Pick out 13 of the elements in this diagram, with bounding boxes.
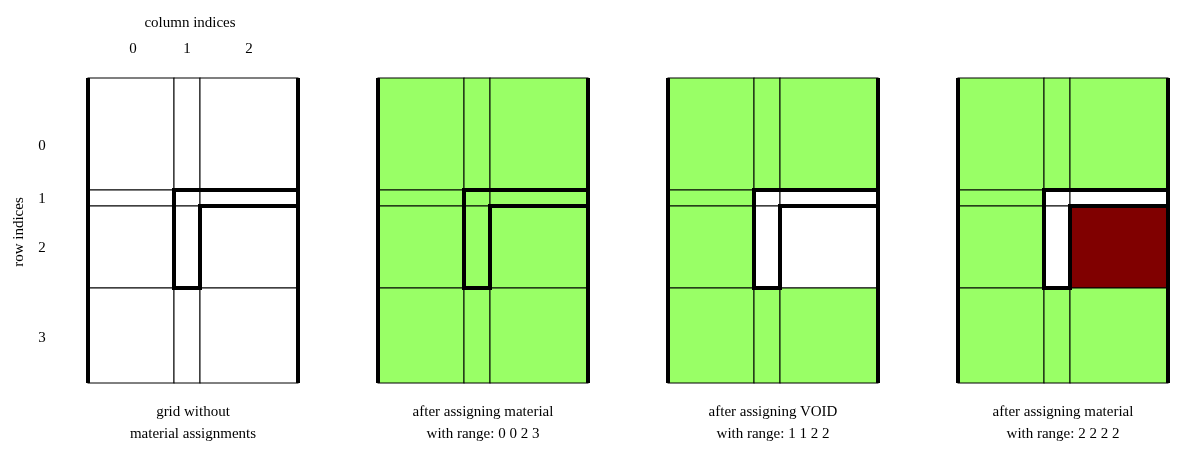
index-label: 1	[38, 189, 46, 208]
axis-title: column indices	[144, 13, 236, 32]
index-label: 1	[183, 39, 191, 58]
axis-title: row indices	[9, 197, 27, 267]
panel-caption: grid without material assignments	[128, 402, 258, 443]
panel-caption: after assigning VOID with range: 1 1 2 2	[707, 402, 839, 443]
panel-caption: after assigning material with range: 0 0 2 3	[411, 402, 555, 443]
index-label: 0	[38, 136, 46, 155]
index-label: 0	[129, 39, 137, 58]
index-label: 3	[38, 328, 46, 347]
index-label: 2	[245, 39, 253, 58]
index-label: 2	[38, 238, 46, 257]
panel-caption: after assigning material with range: 2 2 2 2	[991, 402, 1135, 443]
